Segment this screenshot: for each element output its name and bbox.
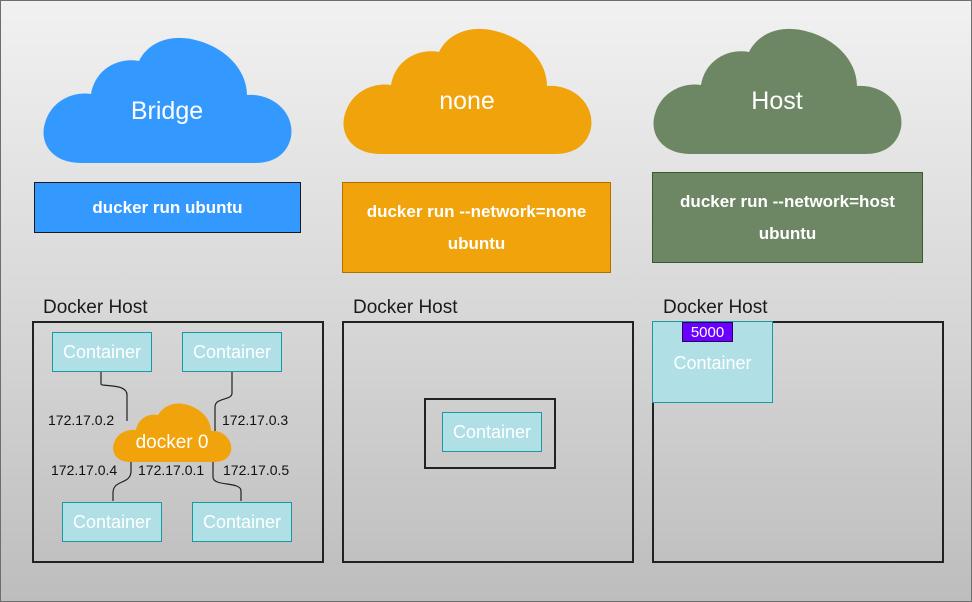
bridge-container-3: Container [62,502,162,542]
bridge-cloud-shape [43,37,292,163]
host-docker-host [652,321,944,563]
none-isolation-box [424,398,556,469]
none-command-line-2: ubuntu [447,233,506,253]
host-cloud: Host [651,25,903,155]
bridge-container-2-label: Container [192,341,272,362]
none-host-title: Docker Host [353,297,458,318]
bridge-container-3-label: Container [72,511,152,532]
bridge-command-text: ducker run ubuntu [92,197,243,217]
none-command-line-1: ducker run --network=none [366,201,587,221]
bridge-command-box: ducker run ubuntu [34,182,301,233]
host-host-title: Docker Host [663,297,768,318]
bridge-container-4-label: Container [202,511,282,532]
bridge-cloud-label: Bridge [130,97,204,125]
host-command-box: ducker run --network=host ubuntu [652,172,923,263]
bridge-container-1-label: Container [62,341,142,362]
ip-label-5: 172.17.0.5 [223,462,290,478]
host-container-label: Container [673,352,752,373]
ip-label-2: 172.17.0.3 [222,412,289,428]
none-cloud: none [341,25,593,155]
bridge-host-title: Docker Host [43,297,148,318]
host-command-line-1: ducker run --network=host [680,191,895,211]
ip-label-1: 172.17.0.2 [48,412,115,428]
bridge-docker-host [32,321,324,563]
none-container: Container [442,412,542,452]
ip-label-4: 172.17.0.1 [138,462,205,478]
none-cloud-label: none [439,87,495,115]
bridge-container-2: Container [182,332,282,372]
none-cloud-shape [343,28,592,154]
docker0-bridge-cloud: docker 0 [112,403,232,463]
docker0-label: docker 0 [135,432,209,453]
none-docker-host [342,321,634,563]
port-5000-badge: 5000 [682,322,733,342]
none-command-box: ducker run --network=none ubuntu [342,182,611,273]
none-container-label: Container [452,421,532,442]
bridge-cloud: Bridge [41,37,293,164]
host-command-line-2: ubuntu [758,223,817,243]
docker0-cloud-shape [113,403,232,462]
bridge-container-1: Container [52,332,152,372]
ip-label-3: 172.17.0.4 [51,462,118,478]
host-cloud-label: Host [751,87,803,115]
port-5000-label: 5000 [690,323,725,341]
bridge-container-4: Container [192,502,292,542]
host-cloud-shape [653,28,902,154]
